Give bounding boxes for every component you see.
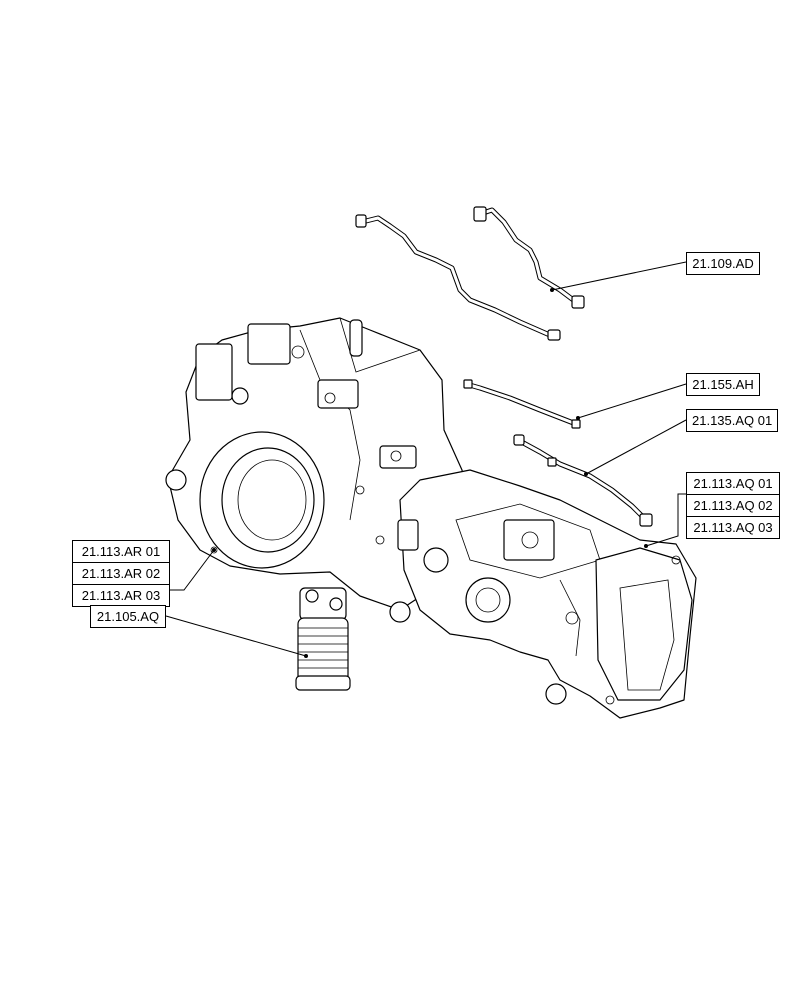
callout-rear-housing-2: 21.113.AQ 02 <box>686 494 780 517</box>
callout-front-housing-2: 21.113.AR 02 <box>72 562 170 585</box>
callout-pipe-mid: 21.155.AH <box>686 373 760 396</box>
pipe-assembly-right <box>473 206 585 309</box>
hydraulic-filter <box>295 587 351 691</box>
callout-filter: 21.105.AQ <box>90 605 166 628</box>
callout-front-housing-1: 21.113.AR 01 <box>72 540 170 563</box>
callout-rear-housing-1: 21.113.AQ 01 <box>686 472 780 495</box>
pipe-assembly-left <box>355 214 561 341</box>
front-transmission-housing <box>165 317 471 623</box>
callout-pipe-right: 21.109.AD <box>686 252 760 275</box>
callout-front-housing-group: 21.113.AR 01 21.113.AR 02 21.113.AR 03 <box>72 540 170 607</box>
pipe-mid <box>463 379 581 429</box>
rear-transmission-housing <box>397 469 697 719</box>
callout-rear-housing-group: 21.113.AQ 01 21.113.AQ 02 21.113.AQ 03 <box>686 472 780 539</box>
pipe-small <box>513 434 653 527</box>
callout-pipe-small: 21.135.AQ 01 <box>686 409 778 432</box>
callout-rear-housing-3: 21.113.AQ 03 <box>686 516 780 539</box>
callout-front-housing-3: 21.113.AR 03 <box>72 584 170 607</box>
leader-lines <box>165 261 687 658</box>
